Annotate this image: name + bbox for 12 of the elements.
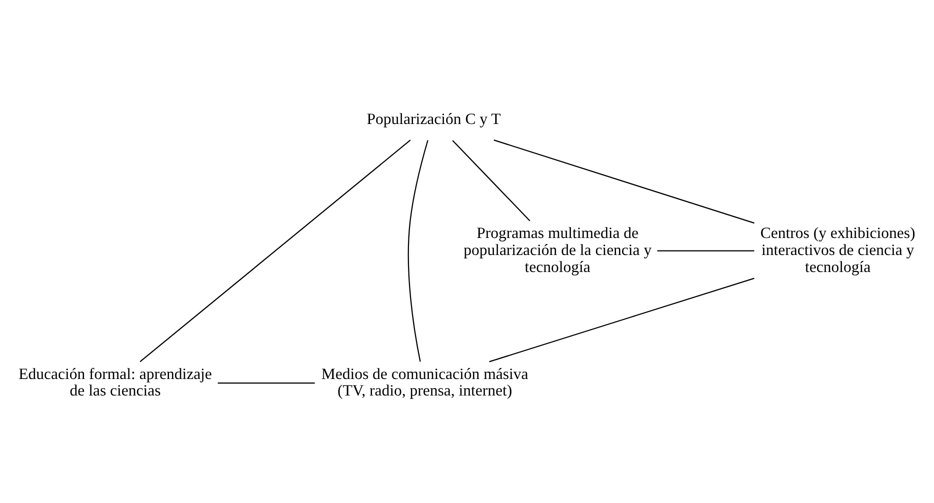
connector	[657, 250, 754, 251]
node-text: Centros (y exhibiciones) interactivos de ciencia y tecnología	[760, 224, 916, 276]
connector	[494, 139, 754, 224]
connector	[452, 140, 530, 221]
node-text: Programas multimedia de popularización de la ciencia y tecnología	[464, 224, 652, 276]
node-text: Medios de comunicación másiva (TV, radio, prensa, internet)	[321, 365, 528, 400]
connector	[218, 382, 315, 384]
connector	[489, 277, 754, 362]
node-text: Popularización C y T	[366, 110, 501, 128]
connector	[408, 140, 428, 362]
node-text: Educación formal: aprendizaje de las ciencias	[18, 365, 212, 400]
connector	[140, 139, 411, 362]
